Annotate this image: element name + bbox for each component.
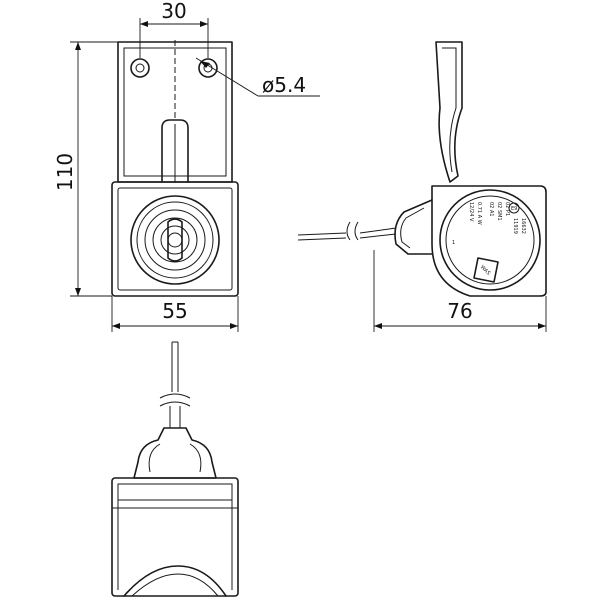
dim-110-label: 110 (53, 153, 77, 191)
dim-30-arrow-right (200, 21, 208, 27)
dim-76-arrow-left (374, 323, 382, 329)
dim-30-label: 30 (161, 0, 186, 23)
side-view: 12/24 V 0.71 A W 02 A1 02 SM1 02 P1 E9 1… (297, 41, 547, 297)
label-voltage: 12/24 V (468, 202, 474, 222)
label-approval: E9 (511, 206, 517, 212)
label-marking: 1 (452, 240, 455, 246)
mounting-hole-left-inner (135, 63, 145, 73)
front-lens-outer (130, 195, 220, 285)
dim-76-arrow-right (538, 323, 546, 329)
front-lens-ring3 (152, 217, 198, 263)
dim-55-label: 55 (162, 299, 187, 323)
dim-30-arrow-left (140, 21, 148, 27)
label-approval-num2: 16632 (520, 218, 526, 234)
front-lens-ring5 (167, 232, 183, 248)
dim-110-arrow-top (75, 42, 81, 50)
front-lens-ring2 (144, 209, 206, 271)
side-cable-break (346, 221, 359, 241)
bottom-gland-inner (148, 443, 202, 473)
front-dimensions: 30 ø5.4 110 55 (53, 0, 320, 332)
mounting-hole-right (198, 58, 218, 78)
bottom-cable-break (159, 393, 191, 407)
side-wire-1 (297, 232, 347, 236)
side-cable-gland-inner (400, 207, 425, 249)
label-code2: 02 SM1 (496, 202, 502, 221)
label-approval-num: 11919 (512, 218, 518, 234)
front-view (111, 40, 239, 297)
front-lamp-body (111, 181, 239, 297)
dim-55-arrow-left (112, 323, 120, 329)
side-cable-gland (394, 199, 433, 255)
label-power: 0.71 A W (476, 202, 482, 225)
approval-mark (508, 202, 520, 214)
side-dimensions: 76 (373, 250, 547, 332)
side-bracket-arm-inner (442, 47, 457, 173)
label-code3: 02 P1 (504, 202, 510, 216)
dim-hole-arrow (200, 61, 210, 68)
mounting-hole-left (130, 58, 150, 78)
brand-logo (473, 257, 499, 283)
dim-hole-label: ø5.4 (262, 73, 306, 97)
side-wire-2 (297, 237, 347, 241)
front-lens-ring (136, 201, 214, 279)
side-lamp-body (431, 185, 547, 297)
front-lens-ring4 (160, 225, 190, 255)
side-cable-2 (359, 233, 397, 239)
bottom-bracket-foot (123, 565, 227, 597)
bottom-body (111, 477, 239, 597)
front-lamp-inner (117, 187, 233, 291)
label-code1: 02 A1 (488, 202, 494, 217)
front-neck (161, 119, 189, 183)
dim-76-label: 76 (447, 299, 472, 323)
dim-110-arrow-bottom (75, 288, 81, 296)
side-bracket-arm (435, 41, 463, 183)
bottom-body-band (117, 483, 233, 501)
bottom-bracket-foot-inner (131, 573, 219, 597)
side-lamp-disk (439, 189, 541, 291)
brand-logo-text: WAŚ (479, 264, 492, 277)
front-bracket-inner (123, 47, 227, 177)
side-lamp-disk-inner (445, 195, 535, 285)
bottom-view (111, 341, 239, 597)
side-cable-1 (359, 227, 397, 234)
dim-55-arrow-right (230, 323, 238, 329)
front-lens-center (167, 218, 183, 262)
bottom-gland (133, 427, 217, 479)
